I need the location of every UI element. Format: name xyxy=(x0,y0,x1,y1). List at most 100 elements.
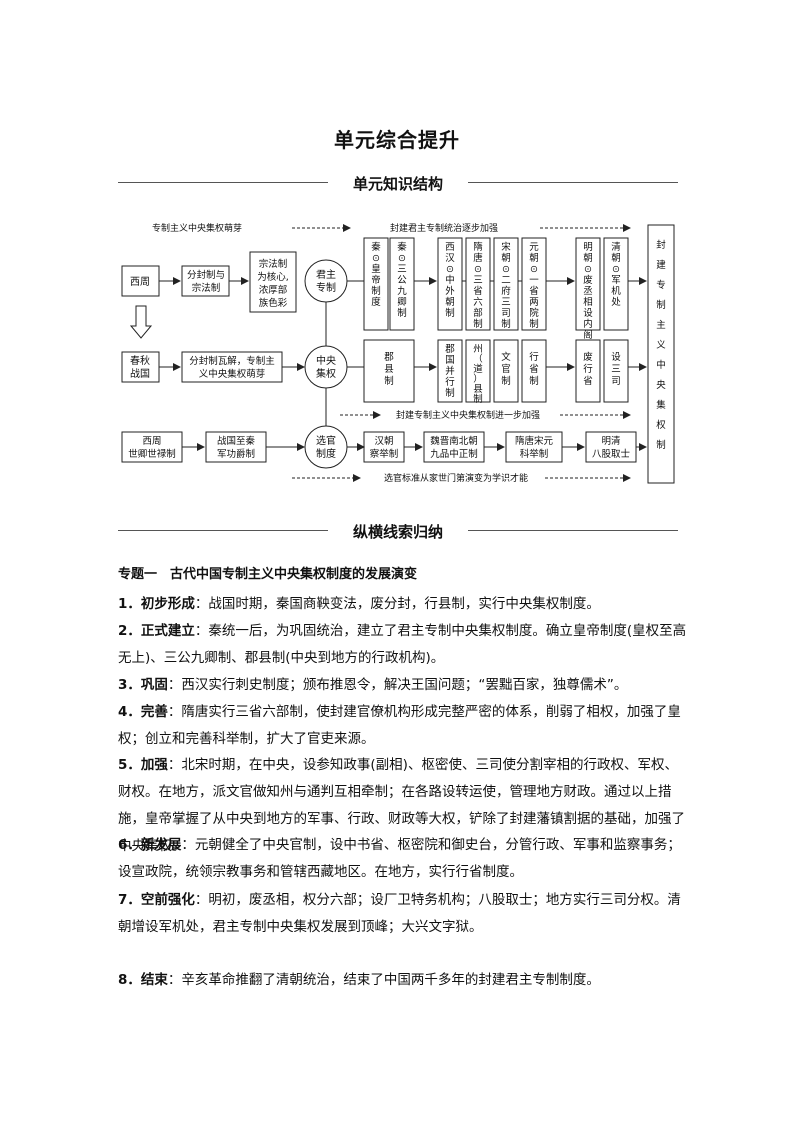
diagram-char: 制 xyxy=(397,307,407,319)
diagram-char: 朝 xyxy=(583,253,593,264)
label-xizhou: 西周 xyxy=(130,276,150,288)
diagram-char: 制 xyxy=(529,318,539,330)
diagram-char: 一 xyxy=(529,275,539,286)
list-item: 6．新发展：元朝健全了中央官制，设中书省、枢密院和御史台，分管行政、军事和监察事… xyxy=(118,832,688,886)
diagram-char: 卿 xyxy=(397,297,407,308)
item-text: ：辛亥革命推翻了清朝统治，结束了中国两千多年的封建君主专制制度。 xyxy=(167,972,600,988)
list-item: 7．空前强化：明初，废丞相，权分六部；设厂卫特务机构；八股取士；地方实行三司分权… xyxy=(118,887,688,941)
diagram-char: 郡 xyxy=(384,352,394,363)
diagram-char: ⊙ xyxy=(372,253,380,264)
diagram-char: 制 xyxy=(384,375,394,387)
item-text: ：秦统一后，为巩固统治，建立了君主专制中央集权制度。确立皇帝制度(皇权至高无上)… xyxy=(118,623,687,666)
item-heading: 3．巩固 xyxy=(118,677,168,693)
item-text: ：北宋时期，在中央，设参知政事(副相)、枢密使、三司使分割宰相的行政权、军权、财… xyxy=(118,757,685,854)
diagram-char: 制 xyxy=(656,299,666,311)
diagram-char: 二 xyxy=(501,275,511,286)
diagram-char: （ xyxy=(473,353,483,365)
divider xyxy=(468,530,678,531)
knowledge-structure-diagram: 专制主义中央集权萌芽 封建君主专制统治逐步加强 封建专制主义中央集权制进一步加强… xyxy=(121,222,675,484)
section-title: 纵横线索归纳 xyxy=(352,523,443,541)
diagram-char: 两 xyxy=(529,297,539,308)
diagram-char: 行 xyxy=(583,363,593,375)
diagram-char: 制 xyxy=(501,375,511,387)
diagram-char: 权 xyxy=(656,419,666,431)
svg-text:隋唐宋元: 隋唐宋元 xyxy=(515,435,554,447)
diagram-char: 内 xyxy=(583,318,593,330)
diagram-char: 郡 xyxy=(445,344,455,355)
section-header-clues: 纵横线索归纳 xyxy=(118,520,678,542)
list-item: 8．结束：辛亥革命推翻了清朝统治，结束了中国两千多年的封建君主专制制度。 xyxy=(118,967,688,994)
diagram-char: ⊙ xyxy=(398,253,406,264)
circle-zhongyang xyxy=(304,345,348,389)
diagram-char: 朝 xyxy=(501,253,511,264)
diagram-char: 汉 xyxy=(445,253,455,264)
svg-text:中央: 中央 xyxy=(316,354,336,367)
diagram-char: 设 xyxy=(583,308,593,319)
diagram-char: 省 xyxy=(529,363,539,375)
svg-text:战国至秦: 战国至秦 xyxy=(217,435,256,447)
diagram-char: 州 xyxy=(473,344,483,355)
diagram-char: 丞 xyxy=(583,286,593,297)
svg-text:专制: 专制 xyxy=(316,281,336,294)
diagram-char: 清 xyxy=(611,241,621,253)
item-text: ：元朝健全了中央官制，设中书省、枢密院和御史台，分管行政、军事和监察事务；设宣政… xyxy=(118,837,681,880)
svg-text:科举制: 科举制 xyxy=(520,448,549,460)
diagram-char: 文 xyxy=(501,351,511,363)
diagram-char: 行 xyxy=(445,376,455,388)
svg-text:八股取士: 八股取士 xyxy=(592,448,631,460)
svg-text:宗法制: 宗法制 xyxy=(192,282,221,294)
diagram-char: 府 xyxy=(501,285,511,297)
diagram-char: 相 xyxy=(583,296,593,308)
diagram-char: ⊙ xyxy=(530,264,538,275)
diagram-char: 帝 xyxy=(371,274,381,286)
divider xyxy=(118,182,328,183)
diagram-char: 行 xyxy=(529,351,539,363)
page-title: 单元综合提升 xyxy=(334,128,460,152)
svg-text:世卿世禄制: 世卿世禄制 xyxy=(128,448,176,460)
diagram-char: 公 xyxy=(397,275,407,286)
diagram-char: 明 xyxy=(583,242,593,253)
item-text: ：明初，废丞相，权分六部；设厂卫特务机构；八股取士；地方实行三司分权。清朝增设军… xyxy=(118,892,681,935)
diagram-char: 建 xyxy=(656,259,666,271)
item-heading: 1．初步形成 xyxy=(118,596,195,612)
item-text: ：西汉实行刺史制度；颁布推恩令，解决王国问题；“罢黜百家，独尊儒术”。 xyxy=(167,677,628,693)
diagram-char: 县 xyxy=(473,384,483,395)
diagram-char: 阁 xyxy=(583,329,593,341)
diagram-char: 中 xyxy=(656,359,666,371)
diagram-char: 义 xyxy=(656,340,666,351)
item-text: ：隋唐实行三省六部制，使封建官僚机构形成完整严密的体系，削弱了相权，加强了皇权；… xyxy=(118,704,681,747)
diagram-char: 三 xyxy=(611,364,621,375)
label-arrow-bottom: 选官标准从家世门第演变为学识才能 xyxy=(384,472,528,484)
diagram-char: 道 xyxy=(473,363,483,375)
diagram-char: 三 xyxy=(473,275,483,286)
diagram-char: 朝 xyxy=(611,253,621,264)
svg-text:军功爵制: 军功爵制 xyxy=(217,448,255,460)
diagram-char: 制 xyxy=(445,307,455,319)
diagram-char: 外 xyxy=(445,285,455,297)
diagram-char: ⊙ xyxy=(446,264,454,275)
diagram-char: 朝 xyxy=(529,253,539,264)
diagram-char: 部 xyxy=(473,307,483,319)
item-text: ：战国时期，秦国商鞅变法，废分封，行县制，实行中央集权制度。 xyxy=(194,596,600,612)
diagram-char: 主 xyxy=(656,319,666,331)
diagram-char: 三 xyxy=(397,264,407,275)
svg-text:明清: 明清 xyxy=(601,435,621,447)
diagram-char: 元 xyxy=(529,242,539,253)
list-item: 2．正式建立：秦统一后，为巩固统治，建立了君主专制中央集权制度。确立皇帝制度(皇… xyxy=(118,618,688,672)
svg-text:西周: 西周 xyxy=(142,436,161,447)
diagram-char: 西 xyxy=(445,242,455,253)
diagram-char: 废 xyxy=(583,351,593,363)
divider xyxy=(468,182,678,183)
label-arrow-top-right: 封建君主专制统治逐步加强 xyxy=(390,222,498,234)
diagram-char: 国 xyxy=(445,355,455,366)
circle-junzhu xyxy=(304,259,348,303)
diagram-char: ） xyxy=(473,373,483,385)
svg-text:分封制瓦解，专制主: 分封制瓦解，专制主 xyxy=(189,355,275,367)
diagram-char: 省 xyxy=(583,375,593,387)
diagram-char: ⊙ xyxy=(612,264,620,275)
diagram-char: 秦 xyxy=(397,241,407,253)
diagram-char: 制 xyxy=(501,318,511,330)
diagram-char: 宋 xyxy=(501,241,511,253)
diagram-char: 县 xyxy=(384,364,394,375)
diagram-char: 制 xyxy=(445,387,455,399)
